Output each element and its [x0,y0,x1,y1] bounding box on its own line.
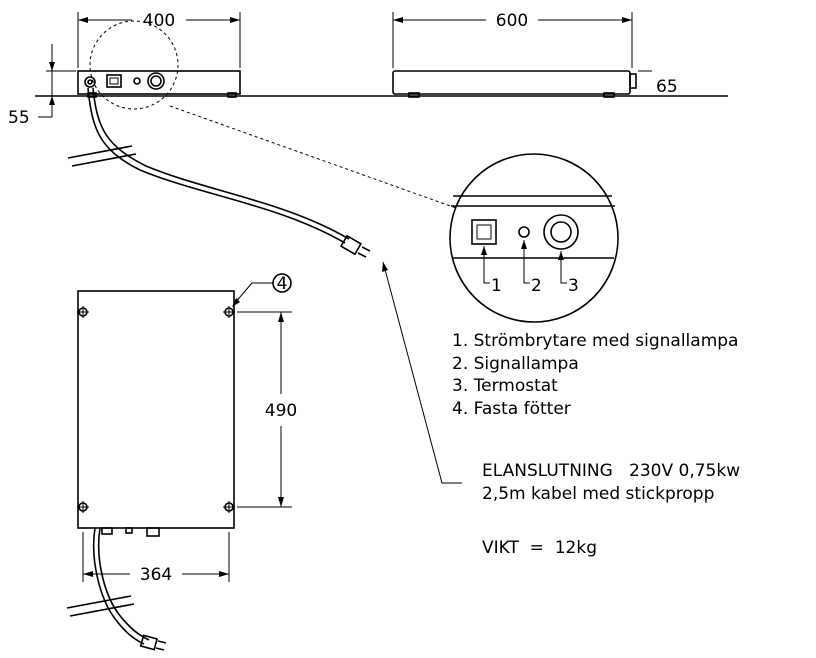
power-cable-bottom [66,527,167,651]
detail-zoom: 1 2 3 [449,153,619,323]
side-view [392,70,637,98]
legend-item-2: 2. Signallampa [452,354,579,374]
plug-icon-bottom [139,634,159,651]
detail-zoom-circle [449,153,619,323]
callout-2: 2 [531,276,542,296]
dimension-label-490: 490 [265,401,297,421]
detail-lamp-icon [518,226,530,238]
cable-entry-icon [84,76,96,88]
dimension-label-55: 55 [8,108,30,128]
detail-marker-circle [89,20,179,110]
dimension-364: 364 [82,532,230,585]
spec-weight: VIKT = 12kg [482,538,597,558]
front-lamp-icon [133,77,141,85]
side-view-body [392,70,631,95]
dimension-label-600: 600 [496,11,528,31]
front-view-body [77,70,241,95]
dimension-55: 55 [8,44,76,128]
plan-view: 4 [77,273,292,537]
dimension-label-400: 400 [143,11,175,31]
specs: ELANSLUTNING 230V 0,75kw 2,5m kabel med … [482,461,740,558]
front-thermostat-icon [147,72,165,90]
side-foot-left [408,92,420,98]
callout-4: 4 [277,274,288,294]
front-view [77,20,241,110]
detail-thermostat-icon [543,214,579,250]
legend: 1. Strömbrytare med signallampa 2. Signa… [452,331,738,419]
dimension-490: 490 [237,311,297,508]
foot-marker-top-right [223,306,235,318]
dimension-label-65: 65 [656,77,678,97]
front-foot-right [227,92,237,98]
dimension-label-364: 364 [140,565,172,585]
callout-1: 1 [491,276,502,296]
detail-switch-icon [471,219,497,245]
foot-marker-top-left [77,306,89,318]
callout-3: 3 [568,276,579,296]
plan-view-body [77,290,235,529]
power-cable-top [67,87,371,258]
foot-marker-bottom-right [223,501,235,513]
dimension-400: 400 [77,11,241,68]
side-foot-right [603,92,615,98]
foot-marker-bottom-left [77,501,89,513]
legend-item-4: 4. Fasta fötter [452,399,571,419]
spec-leader [382,261,462,484]
side-knob [629,73,637,89]
legend-item-3: 3. Termostat [452,376,558,396]
dimension-65: 65 [638,70,678,97]
spec-cable: 2,5m kabel med stickpropp [482,484,714,504]
detail-leader-line [169,105,457,209]
plug-icon [339,234,363,256]
dimension-600: 600 [392,11,633,68]
legend-item-1: 1. Strömbrytare med signallampa [452,331,738,351]
spec-power: ELANSLUTNING 230V 0,75kw [482,461,740,481]
front-switch-icon [106,74,122,88]
